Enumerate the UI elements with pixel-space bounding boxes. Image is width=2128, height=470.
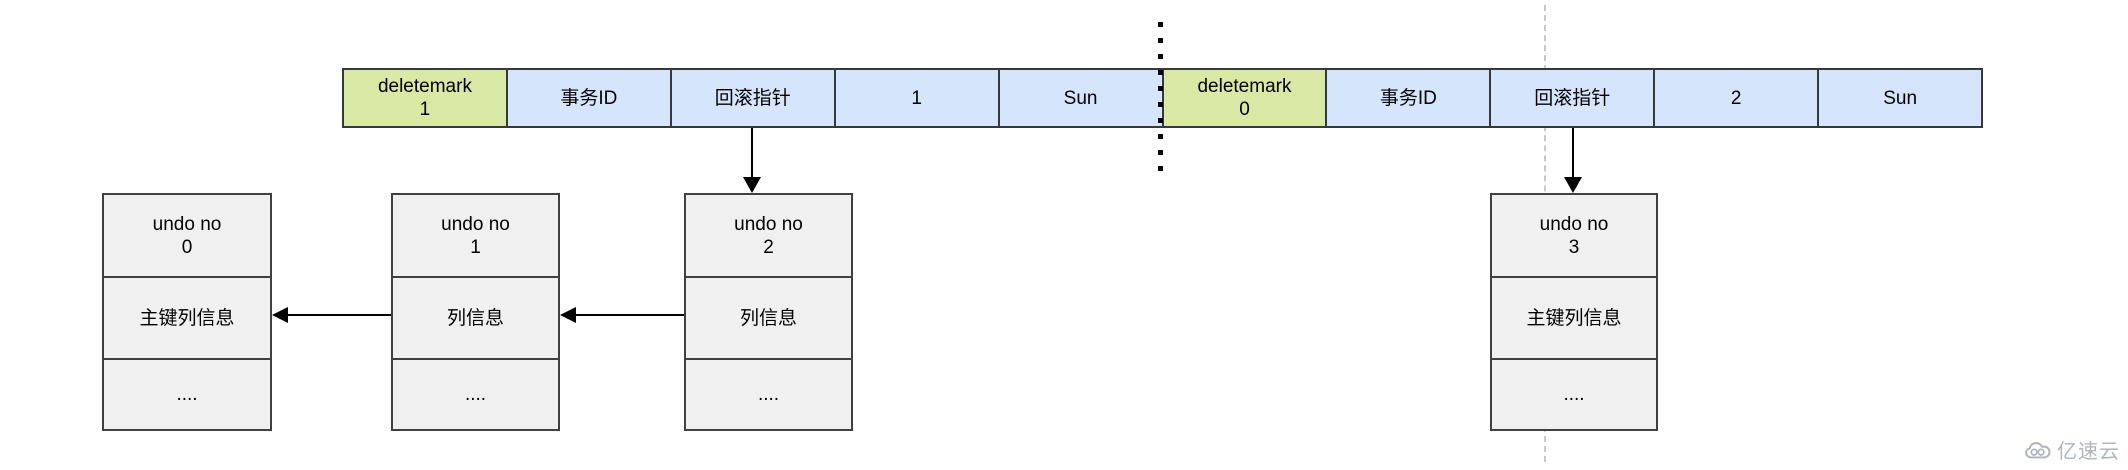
undo-column-info: 列信息 — [686, 276, 851, 358]
arrow-head-icon — [1564, 177, 1582, 193]
record1-key-field: 1 — [833, 70, 998, 126]
arrow-shaft — [574, 314, 684, 316]
record2-name-field: Sun — [1817, 70, 1982, 126]
cloud-logo-icon — [2024, 440, 2052, 460]
undo-no-label: undo no 2 — [734, 213, 803, 258]
arrow-shaft — [1572, 128, 1574, 178]
undo-ellipsis: .... — [1492, 358, 1656, 429]
record1-name-field: Sun — [997, 70, 1162, 126]
arrow-head-icon — [743, 177, 761, 193]
record2-rollback-pointer-field: 回滚指针 — [1489, 70, 1654, 126]
undo-log-box-1: undo no 1 列信息 .... — [391, 193, 560, 431]
watermark-text: 亿速云 — [2057, 441, 2120, 463]
undo-ellipsis: .... — [104, 358, 270, 429]
undo-log-box-0: undo no 0 主键列信息 .... — [102, 193, 272, 431]
record-separator-dotted-line — [1158, 22, 1163, 174]
arrow-head-icon — [272, 307, 288, 323]
record2-transaction-id-field: 事务ID — [1325, 70, 1490, 126]
undo-no-label: undo no 0 — [152, 213, 222, 258]
arrow-shaft — [751, 128, 753, 178]
record2-key-field: 2 — [1653, 70, 1818, 126]
record1-deletemark-field: deletemark 1 — [344, 70, 506, 126]
undo-log-box-2: undo no 2 列信息 .... — [684, 193, 853, 431]
record-row: deletemark 1 事务ID 回滚指针 1 Sun deletemark … — [342, 68, 1983, 128]
record1-rollback-pointer-field: 回滚指针 — [669, 70, 834, 126]
arrow-head-icon — [560, 307, 576, 323]
undo-ellipsis: .... — [393, 358, 558, 429]
undo-no-label: undo no 1 — [441, 213, 510, 258]
undo-log-box-3: undo no 3 主键列信息 .... — [1490, 193, 1658, 431]
rollback-pointer-arrow-1 — [743, 128, 761, 193]
rollback-pointer-arrow-2 — [1564, 128, 1582, 193]
record1-transaction-id-field: 事务ID — [505, 70, 670, 126]
undo-chain-arrow-2 — [560, 307, 684, 323]
undo-no-label: undo no 3 — [1539, 213, 1609, 258]
record2-deletemark-field: deletemark 0 — [1161, 70, 1326, 126]
undo-column-info: 列信息 — [393, 276, 558, 358]
undo-column-info: 主键列信息 — [104, 276, 270, 358]
arrow-shaft — [286, 314, 391, 316]
undo-ellipsis: .... — [686, 358, 851, 429]
undo-chain-arrow-1 — [272, 307, 391, 323]
watermark: 亿速云 — [2024, 435, 2120, 464]
undo-column-info: 主键列信息 — [1492, 276, 1656, 358]
